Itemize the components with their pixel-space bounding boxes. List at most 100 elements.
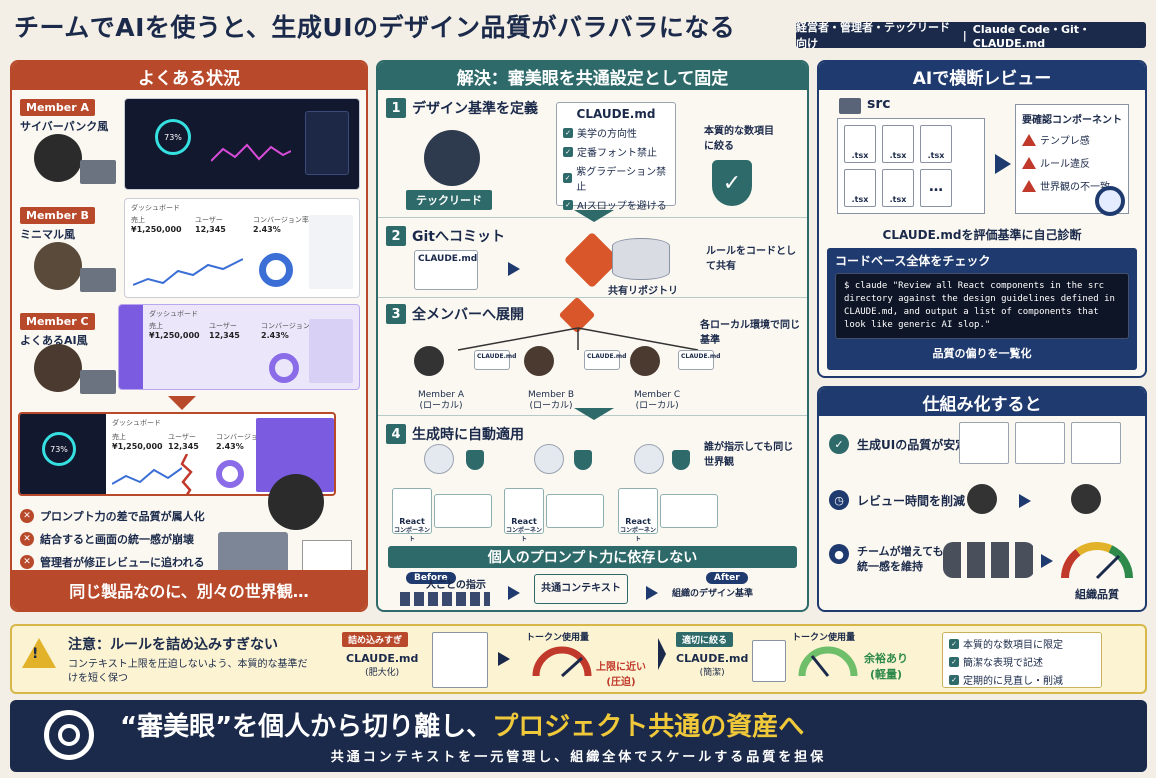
rule-item: ✓ 定番フォント禁止 <box>563 144 669 159</box>
kpi-conversion: コンバージョン率 2.43% <box>253 215 309 234</box>
x-icon: ✕ <box>20 532 34 546</box>
caution-bar: ! 注意：ルールを詰め込みすぎない コンテキスト上限を圧迫しないよう、本質的な基… <box>10 624 1147 694</box>
benefit-row: ● チームが増えても統一感を維持 <box>829 544 947 574</box>
bloated-doc-icon <box>432 632 488 688</box>
footer-banner: “審美眼”を個人から切り離し、プロジェクト共通の資産へ 共通コンテキストを一元管… <box>10 700 1147 772</box>
member-c-label: Member C よくあるAI風 <box>20 310 95 348</box>
systemize-title: 仕組み化すると <box>819 388 1145 416</box>
tsx-file-icon: .tsx <box>882 125 914 163</box>
review-text: テンプレ感 <box>1040 136 1090 147</box>
token-gauge-low <box>798 646 858 677</box>
tip-item: ✓本質的な数項目に限定 <box>949 636 1095 651</box>
problem-text: プロンプト力の差で品質が属人化 <box>40 510 205 523</box>
ai-review-title: AIで横断レビュー <box>819 62 1145 90</box>
tsx-file-icon: .tsx <box>920 125 952 163</box>
down-arrow-icon <box>574 408 614 420</box>
bad-status-sub: (圧迫) <box>606 677 636 688</box>
check-icon: ✓ <box>949 656 959 667</box>
kpi-label: 売上 <box>112 433 126 441</box>
review-text: 世界観の不一致 <box>1040 182 1110 193</box>
member-c-env: Member C(ローカル) <box>634 390 680 412</box>
terminal-command: $ claude "Review all React components in… <box>835 273 1129 339</box>
good-file-sub: (簡潔) <box>699 668 725 678</box>
react-label: React <box>625 517 651 526</box>
right-arrow-icon <box>995 154 1011 174</box>
before-tag: Before <box>406 572 456 584</box>
kpi-conversion: コンバージョン率 2.43% <box>216 432 272 451</box>
member-b-avatar <box>34 242 82 290</box>
kpi-label: 売上 <box>131 216 145 224</box>
left-panel-footer: 同じ製品なのに、別々の世界観… <box>12 570 366 610</box>
laptop-icon <box>80 268 116 292</box>
dashboard-ai-style: ダッシュボード 売上 ¥1,250,000 ユーザー 12,345 コンバージョ… <box>118 304 360 390</box>
step-3-number: 3 <box>386 304 406 324</box>
step-1-title: デザイン基準を定義 <box>412 101 538 117</box>
rule-text: 定番フォント禁止 <box>577 148 657 159</box>
kpi-sales: 売上 ¥1,250,000 <box>112 432 163 451</box>
kpi-value: 2.43% <box>253 225 281 234</box>
member-a-env: Member A(ローカル) <box>418 390 464 412</box>
check-icon: ✓ <box>563 146 573 157</box>
laptop-icon <box>80 160 116 184</box>
robot-icon <box>534 444 564 474</box>
common-context-text: 共通コンテキスト <box>541 583 621 594</box>
claude-md-card: CLAUDE.md ✓美学の方向性 ✓定番フォント禁止 ✓紫グラデーション禁止 … <box>556 102 676 212</box>
member-env: (ローカル) <box>419 401 463 411</box>
kpi-label: コンバージョン率 <box>253 216 309 224</box>
claude-md-file: CLAUDE.md <box>414 250 478 290</box>
check-icon: ✓ <box>563 199 573 210</box>
member-name: Member B <box>528 390 575 400</box>
right-arrow-icon <box>498 652 510 666</box>
laptop-icon <box>80 370 116 394</box>
member-name: Member C <box>634 390 681 400</box>
good-status: 余裕あり(軽量) <box>864 650 908 682</box>
line-graph-icon <box>211 143 291 162</box>
relaxed-person-avatar <box>1071 484 1101 514</box>
benefit-row: ◷ レビュー時間を削減 <box>829 490 965 510</box>
down-arrow-icon <box>168 396 196 410</box>
kpi-label: ユーザー <box>168 433 196 441</box>
member-c-avatar <box>630 346 660 376</box>
component-preview <box>660 494 718 528</box>
check-icon: ✓ <box>563 127 573 138</box>
people-icons <box>400 592 490 606</box>
warning-icon <box>1022 179 1036 192</box>
no-dependency-band: 個人のプロンプト力に依存しない <box>388 546 797 568</box>
tip-item: ✓簡潔な表現で記述 <box>949 654 1095 669</box>
token-gauge-high <box>532 646 592 678</box>
middle-panel-title: 解決：審美眼を共通設定として固定 <box>378 62 807 90</box>
kpi-value: ¥1,250,000 <box>149 331 200 340</box>
rule-text: AIスロップを避ける <box>577 201 667 212</box>
robot-icon <box>634 444 664 474</box>
donut-percent: 73% <box>155 119 191 155</box>
check-circle-icon: ✓ <box>829 434 849 454</box>
step-4-title: 生成時に自動適用 <box>412 427 524 443</box>
member-b-label: Member B ミニマル風 <box>20 204 95 242</box>
member-name: Member A <box>418 390 465 400</box>
good-tag: 適切に絞る <box>676 632 734 647</box>
team-icon: ● <box>829 544 849 564</box>
result-text: 品質の偏りを一覧化 <box>932 347 1032 360</box>
kpi-sales: 売上 ¥1,250,000 <box>131 215 182 234</box>
line-graph-icon <box>112 467 182 485</box>
dashboard-title: ダッシュボード <box>131 204 180 212</box>
bad-file-name: CLAUDE.md <box>346 652 419 665</box>
member-env: (ローカル) <box>635 401 679 411</box>
laptop-icon <box>218 532 288 572</box>
shield-icon <box>466 450 484 470</box>
tag-divider: | <box>962 28 967 42</box>
step-1-note: 本質的な数項目に絞る <box>704 126 774 152</box>
folder-icon <box>839 98 861 114</box>
dashboard-minimal: ダッシュボード 売上 ¥1,250,000 ユーザー 12,345 コンバージョ… <box>124 198 360 298</box>
member-env: (ローカル) <box>529 401 573 411</box>
left-panel-title: よくある状況 <box>12 62 366 90</box>
dark-section: 73% <box>20 414 106 494</box>
before-after-flow: Before 人ごとの指示 共通コンテキスト After 組織のデザイン基準 <box>388 572 797 608</box>
middle-panel: 解決：審美眼を共通設定として固定 1 デザイン基準を定義 テックリード CLAU… <box>376 60 809 612</box>
review-text: ルール違反 <box>1040 159 1090 170</box>
concise-doc-icon <box>752 640 786 682</box>
problem-list: ✕プロンプト力の差で品質が属人化 ✕結合すると画面の統一感が崩壊 ✕管理者が修正… <box>20 508 205 570</box>
